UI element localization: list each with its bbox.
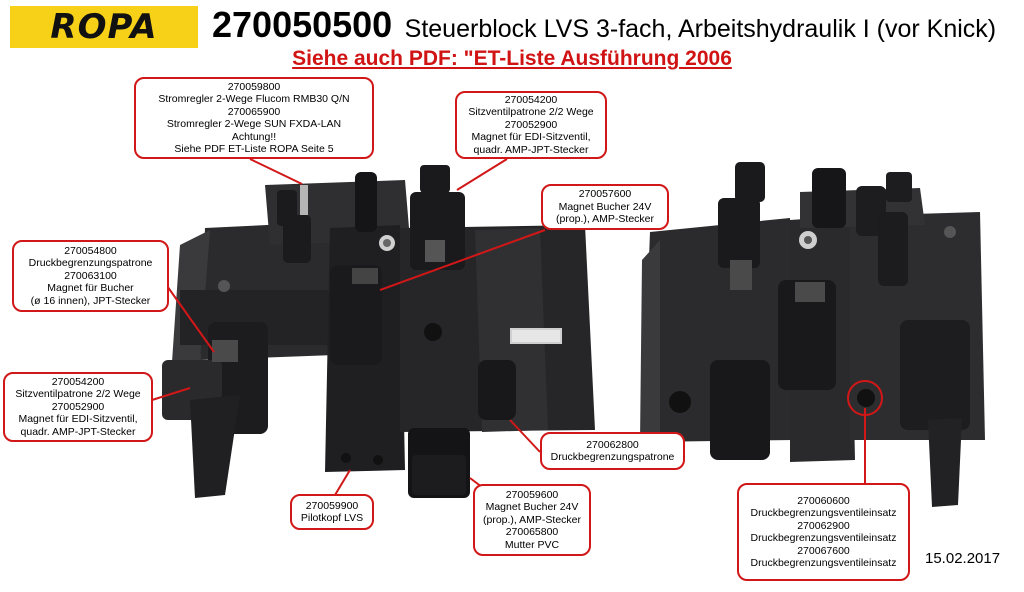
right-valve-block [640, 162, 985, 507]
callout-line: 270057600 [578, 188, 632, 201]
callout-line: Sitzventilpatrone 2/2 Wege [15, 388, 141, 401]
callout-druckbegrenzung: 270054800 Druckbegrenzungspatrone 270063… [12, 240, 169, 312]
callout-line: 270059800 [227, 80, 281, 93]
callout-line: Druckbegrenzungsventileinsatz [750, 507, 897, 519]
document-date: 15.02.2017 [925, 550, 1001, 567]
ropa-logo: ROPA [10, 6, 198, 48]
callout-line: Stromregler 2-Wege Flucom RMB30 Q/N [158, 93, 350, 105]
callout-line: 270060600 [797, 494, 850, 507]
callout-druckbegrenzungsventileinsatz: 270060600 Druckbegrenzungsventileinsatz … [737, 483, 910, 581]
callout-line: Druckbegrenzungspatrone [550, 451, 675, 463]
callout-line: Magnet für EDI-Sitzventil, [471, 131, 591, 144]
callout-sitzventil-top: 270054200 Sitzventilpatrone 2/2 Wege 270… [455, 91, 607, 159]
callout-line: Magnet für Bucher [47, 282, 134, 295]
callout-line: Achtung!! [231, 130, 277, 143]
callout-line: 270065800 [505, 526, 559, 539]
logo-text: ROPA [50, 7, 158, 47]
left-valve-block [162, 165, 595, 498]
callout-line: quadr. AMP-JPT-Stecker [473, 143, 589, 156]
callout-line: Druckbegrenzungsventileinsatz [750, 557, 897, 569]
callout-line: 270054200 [504, 93, 558, 106]
callout-line: 270054200 [51, 375, 105, 388]
callout-line: 270052900 [51, 400, 105, 413]
callout-line: (prop.), AMP-Stecker [555, 213, 655, 226]
callout-line: Sitzventilpatrone 2/2 Wege [468, 106, 594, 119]
callout-line: Magnet Bucher 24V [558, 200, 652, 213]
callout-line: Druckbegrenzungsventileinsatz [750, 532, 897, 544]
callout-line: 270067600 [797, 544, 850, 557]
part-title: Steuerblock LVS 3-fach, Arbeitshydraulik… [404, 15, 997, 43]
callout-line: (ø 16 innen), JPT-Stecker [30, 294, 151, 307]
callout-druckbegrenzungspatrone: 270062800 Druckbegrenzungspatrone [540, 432, 685, 470]
callout-line: 270054800 [64, 244, 117, 257]
callout-line: Pilotkopf LVS [300, 512, 364, 524]
part-number: 270050500 [212, 4, 393, 45]
callout-pilotkopf: 270059900 Pilotkopf LVS [290, 494, 374, 530]
callout-line: 270062900 [797, 519, 850, 532]
callout-line: quadr. AMP-JPT-Stecker [20, 425, 136, 438]
page-header: 270050500 Steuerblock LVS 3-fach, Arbeit… [212, 4, 996, 46]
callout-line: (prop.), AMP-Stecker [482, 513, 582, 526]
callout-line: Mutter PVC [504, 538, 560, 551]
callout-line: 270063100 [64, 269, 117, 282]
callout-line: Siehe PDF ET-Liste ROPA Seite 5 [174, 143, 334, 155]
callout-line: Magnet für EDI-Sitzventil, [18, 413, 138, 426]
callout-magnet-mutter: 270059600 Magnet Bucher 24V (prop.), AMP… [473, 484, 591, 556]
callout-sitzventil-left: 270054200 Sitzventilpatrone 2/2 Wege 270… [3, 372, 153, 442]
callout-line: Druckbegrenzungspatrone [28, 257, 153, 270]
callout-magnet-bucher: 270057600 Magnet Bucher 24V (prop.), AMP… [541, 184, 669, 230]
callout-line: 270052900 [504, 118, 558, 131]
callout-line: 270059600 [505, 488, 559, 501]
callout-line: 270062800 [586, 438, 639, 451]
callout-line: Stromregler 2-Wege SUN FXDA-LAN [166, 118, 342, 130]
callout-line: 270065900 [227, 105, 281, 118]
callout-line: Magnet Bucher 24V [485, 501, 579, 514]
pdf-reference-link[interactable]: Siehe auch PDF: "ET-Liste Ausführung 200… [292, 47, 732, 70]
callout-stromregler: 270059800 Stromregler 2-Wege Flucom RMB3… [134, 77, 374, 159]
callout-line: 270059900 [305, 499, 359, 512]
